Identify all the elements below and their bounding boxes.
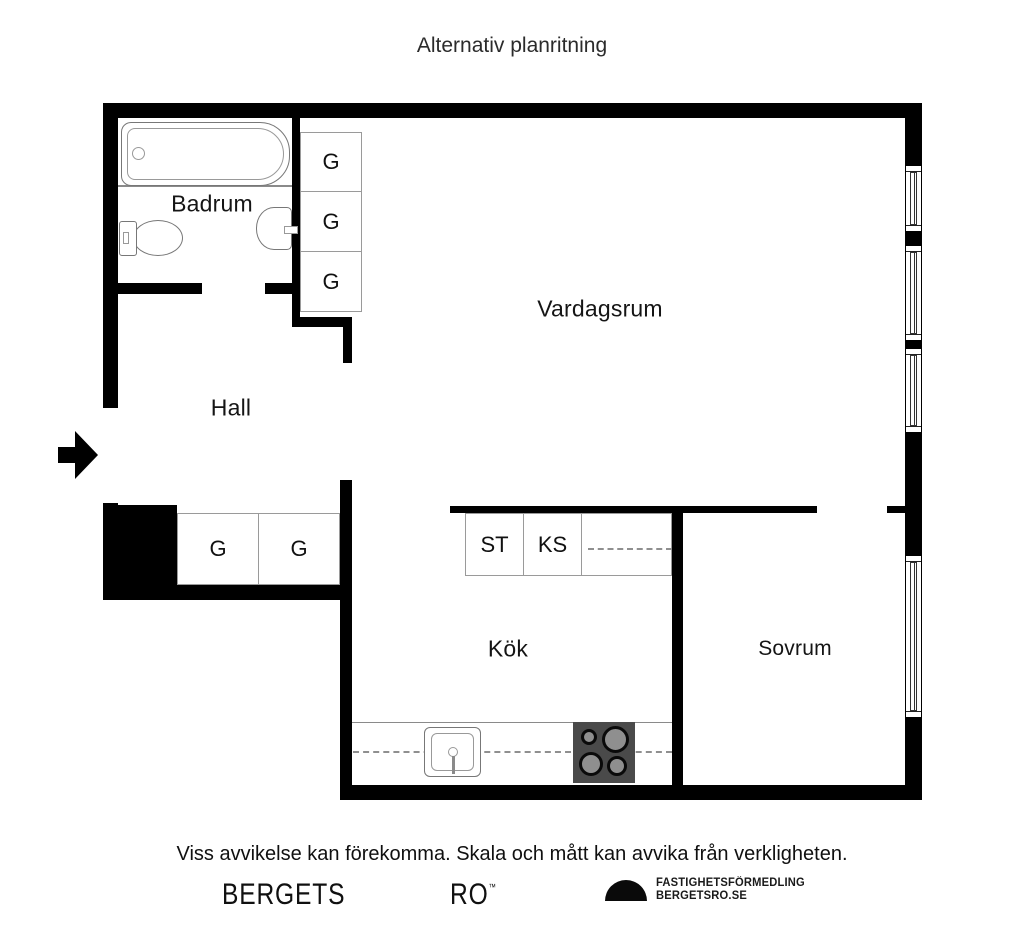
counter-dashed-line-lower <box>353 751 672 753</box>
kitchen-unit-st: ST <box>465 513 524 576</box>
window-1 <box>905 165 922 232</box>
burner-small-icon <box>581 729 597 745</box>
window-cap <box>906 711 921 712</box>
counter-dashed-line-upper <box>588 548 672 550</box>
room-label-badrum: Badrum <box>171 190 253 217</box>
kitchen-faucet-stem <box>452 756 455 774</box>
structural-block <box>103 505 177 600</box>
closet-hall-1: G <box>177 513 259 585</box>
window-cap <box>906 225 921 226</box>
room-label-vardagsrum: Vardagsrum <box>537 295 663 322</box>
wall-right-3 <box>905 718 922 800</box>
washbasin <box>256 207 292 250</box>
closet-label: G <box>209 536 227 561</box>
agency-text-block: FASTIGHETSFÖRMEDLING BERGETSRO.SE <box>656 877 805 902</box>
wall-kok-top <box>450 506 672 513</box>
entrance-arrow-icon <box>58 447 76 463</box>
closet-top-3: G <box>300 251 362 312</box>
window-cap <box>906 334 921 335</box>
bathtub-drain-icon <box>132 147 145 160</box>
bathtub-inner <box>127 128 284 180</box>
kitchen-counter-upper <box>581 513 672 576</box>
kitchen-counter-edge <box>352 722 672 723</box>
window-glass-line <box>913 562 915 711</box>
trademark-symbol: ™ <box>488 882 496 892</box>
kitchen-unit-ks: KS <box>523 513 582 576</box>
wall-right-1 <box>905 103 922 165</box>
wall-kok-sovrum <box>672 506 683 798</box>
closet-label: G <box>322 149 340 174</box>
closet-top-2: G <box>300 191 362 252</box>
closet-label: G <box>290 536 308 561</box>
agency-line1: FASTIGHETSFÖRMEDLING <box>656 877 805 889</box>
wall-sovrum-top-right <box>887 506 909 513</box>
window-cap <box>906 426 921 427</box>
burner-large-icon <box>579 752 603 776</box>
wall-badrum-right <box>292 103 300 327</box>
kitchen-unit-label: KS <box>537 531 568 557</box>
wall-bottom <box>340 785 922 800</box>
window-cap <box>906 354 921 355</box>
kitchen-unit-label: ST <box>480 531 509 557</box>
agency-dome-icon <box>605 880 647 901</box>
room-label-sovrum: Sovrum <box>758 637 832 660</box>
burner-large-icon <box>602 726 629 753</box>
washbasin-faucet-icon <box>284 226 298 234</box>
stove <box>573 722 635 783</box>
entrance-arrow-head-icon <box>75 431 98 479</box>
brand-ro-text: RO <box>450 878 489 911</box>
window-cap <box>906 171 921 172</box>
burner-medium-icon <box>607 756 627 776</box>
toilet-bowl <box>133 220 183 256</box>
agency-line2: BERGETSRO.SE <box>656 889 747 902</box>
brand-ro-logo: RO™ <box>450 878 496 912</box>
window-glass-line <box>913 355 915 426</box>
closet-top-1: G <box>300 132 362 192</box>
wall-sovrum-top <box>672 506 817 513</box>
wall-badrum-bottom-right <box>265 283 300 294</box>
window-4 <box>905 555 922 718</box>
closet-label: G <box>322 208 340 234</box>
wall-kok-west <box>340 480 352 800</box>
wall-hall-stub-upper <box>343 317 352 363</box>
closet-label: G <box>322 268 340 294</box>
closet-hall-2: G <box>258 513 340 585</box>
window-glass-line <box>913 172 915 225</box>
brand-bergets-logo: BERGETS <box>222 878 346 911</box>
wall-right-mullion-2 <box>905 341 922 348</box>
wall-closet-bottom <box>293 317 352 327</box>
disclaimer-text: Viss avvikelse kan förekomma. Skala och … <box>176 843 848 865</box>
plan-title: Alternativ planritning <box>416 34 608 57</box>
wall-badrum-bottom-left <box>118 283 202 294</box>
window-cap <box>906 251 921 252</box>
room-label-kok: Kök <box>487 635 529 662</box>
window-3 <box>905 348 922 433</box>
room-label-hall: Hall <box>210 394 252 421</box>
window-cap <box>906 561 921 562</box>
wall-left-upper <box>103 103 118 408</box>
wall-top <box>103 103 922 118</box>
wall-right-mullion-1 <box>905 232 922 245</box>
wall-right-2 <box>905 433 922 555</box>
window-2 <box>905 245 922 341</box>
toilet-flush-button <box>123 232 129 244</box>
window-glass-line <box>913 252 915 334</box>
